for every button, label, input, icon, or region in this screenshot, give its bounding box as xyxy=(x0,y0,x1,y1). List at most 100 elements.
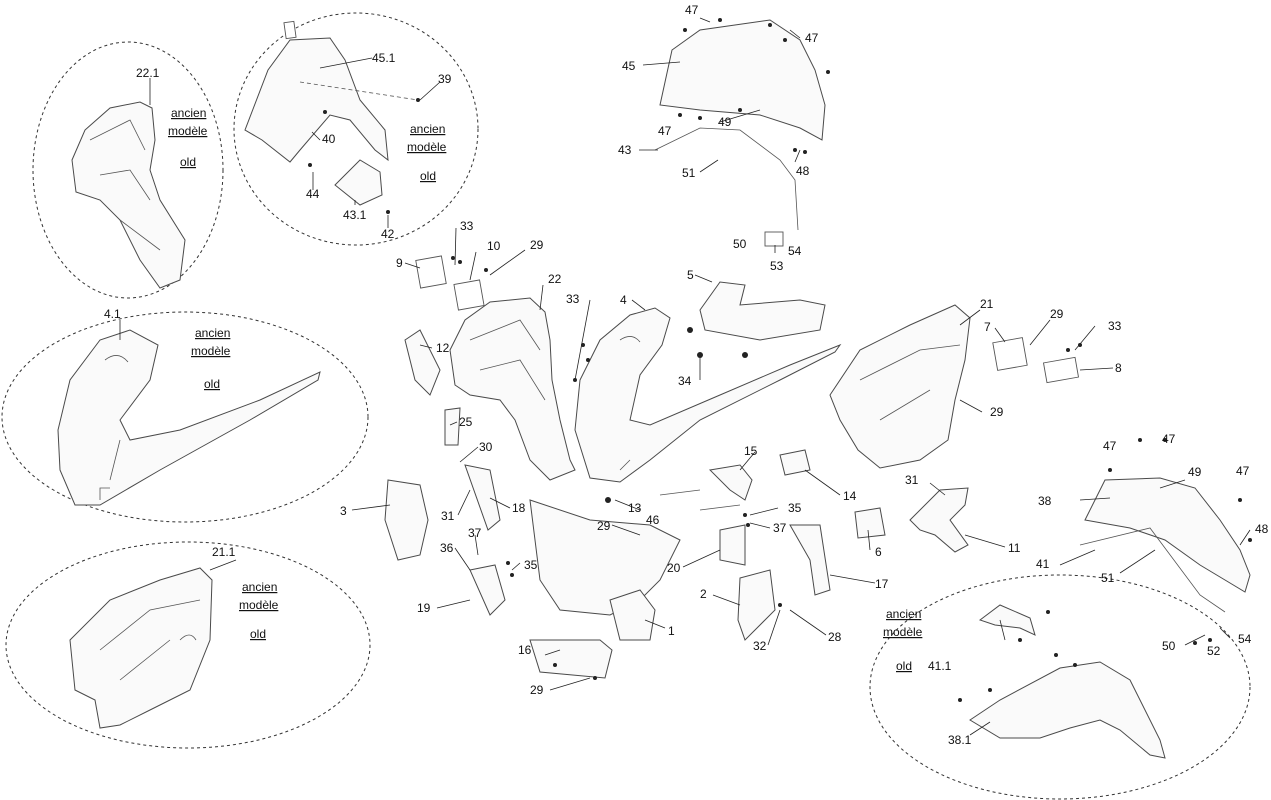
callout-49b: 49 xyxy=(1188,465,1202,479)
callout-6: 6 xyxy=(875,545,882,559)
note-old-21-1: old xyxy=(250,627,266,641)
callout-12: 12 xyxy=(436,341,450,355)
callout-29c: 29 xyxy=(990,405,1004,419)
callout-38: 38 xyxy=(1038,494,1052,508)
callout-3: 3 xyxy=(340,504,347,518)
callout-39: 39 xyxy=(438,72,452,86)
callout-25: 25 xyxy=(459,415,473,429)
callout-41-1: 41.1 xyxy=(928,659,952,673)
callout-41: 41 xyxy=(1036,557,1050,571)
callout-47b: 47 xyxy=(805,31,819,45)
note-modele-22-1: modèle xyxy=(168,124,208,138)
callout-1: 1 xyxy=(668,624,675,638)
note-ancien-4-1: ancien xyxy=(195,326,230,340)
callout-22: 22 xyxy=(548,272,562,286)
callout-30: 30 xyxy=(479,440,493,454)
part-4-drawing xyxy=(574,307,842,483)
inset-old-4-1 xyxy=(1,311,369,523)
note-ancien-45-1: ancien xyxy=(410,122,445,136)
callout-36: 36 xyxy=(440,541,454,555)
part-5-drawing xyxy=(699,281,826,341)
callout-22-1: 22.1 xyxy=(136,66,160,80)
callout-31a: 31 xyxy=(905,473,919,487)
callout-18: 18 xyxy=(512,501,526,515)
note-ancien-38-1: ancien xyxy=(886,607,921,621)
callout-10: 10 xyxy=(487,239,501,253)
callout-45: 45 xyxy=(622,59,636,73)
inset-old-45-1 xyxy=(233,12,479,246)
callout-48b: 48 xyxy=(1255,522,1269,536)
callout-29e: 29 xyxy=(530,683,544,697)
callout-7: 7 xyxy=(984,320,991,334)
callout-4-1: 4.1 xyxy=(104,307,121,321)
callout-47f: 47 xyxy=(1236,464,1250,478)
callout-47d: 47 xyxy=(1103,439,1117,453)
callout-31b: 31 xyxy=(441,509,455,523)
small-parts xyxy=(384,231,1080,679)
callout-47c: 47 xyxy=(658,124,672,138)
callout-29b: 29 xyxy=(1050,307,1064,321)
callout-37a: 37 xyxy=(773,521,787,535)
callout-43: 43 xyxy=(618,143,632,157)
callout-50a: 50 xyxy=(733,237,747,251)
note-modele-45-1: modèle xyxy=(407,140,447,154)
callout-48a: 48 xyxy=(796,164,810,178)
callout-42: 42 xyxy=(381,227,395,241)
note-old-22-1: old xyxy=(180,155,196,169)
callout-14: 14 xyxy=(843,489,857,503)
note-modele-21-1: modèle xyxy=(239,598,279,612)
part-45-drawing xyxy=(654,19,826,231)
part-45-1-drawing xyxy=(244,20,419,206)
callout-28: 28 xyxy=(828,630,842,644)
inset-old-22-1 xyxy=(32,41,224,299)
part-22-1-drawing xyxy=(71,101,186,289)
callout-52: 52 xyxy=(1207,644,1221,658)
callout-33a: 33 xyxy=(460,219,474,233)
note-old-4-1: old xyxy=(204,377,220,391)
callout-29d: 29 xyxy=(597,519,611,533)
inset-old-21-1 xyxy=(5,541,371,749)
callout-2: 2 xyxy=(700,587,707,601)
callout-45-1: 45.1 xyxy=(372,51,396,65)
callout-33c: 33 xyxy=(1108,319,1122,333)
callout-21: 21 xyxy=(980,297,994,311)
part-38-1-drawing xyxy=(969,604,1166,759)
part-38-drawing xyxy=(1079,477,1251,613)
callout-29a: 29 xyxy=(530,238,544,252)
callout-20: 20 xyxy=(667,561,681,575)
callout-50b: 50 xyxy=(1162,639,1176,653)
part-4-1-drawing xyxy=(57,329,321,506)
callout-16: 16 xyxy=(518,643,532,657)
note-modele-38-1: modèle xyxy=(883,625,923,639)
callout-labels: 22.1 45.1 39 40 44 43.1 42 4.1 21.1 45 4… xyxy=(104,3,1269,747)
part-21-1-drawing xyxy=(69,567,213,729)
callout-43-1: 43.1 xyxy=(343,208,367,222)
part-21-drawing xyxy=(829,304,971,469)
callout-51a: 51 xyxy=(682,166,696,180)
leader-lines xyxy=(119,17,1251,736)
fasteners xyxy=(308,18,1252,702)
callout-13: 13 xyxy=(628,501,642,515)
callout-15: 15 xyxy=(744,444,758,458)
note-old-38-1: old xyxy=(896,659,912,673)
callout-4: 4 xyxy=(620,293,627,307)
callout-47a: 47 xyxy=(685,3,699,17)
callout-8: 8 xyxy=(1115,361,1122,375)
callout-46: 46 xyxy=(646,513,660,527)
old-model-notes: ancien modèle old ancien modèle old anci… xyxy=(168,106,923,673)
note-ancien-21-1: ancien xyxy=(242,580,277,594)
note-modele-4-1: modèle xyxy=(191,344,231,358)
callout-9: 9 xyxy=(396,256,403,270)
callout-33b: 33 xyxy=(566,292,580,306)
part-22-drawing xyxy=(449,297,576,481)
callout-19: 19 xyxy=(417,601,431,615)
inset-old-38-1 xyxy=(869,574,1251,800)
callout-53: 53 xyxy=(770,259,784,273)
callout-35b: 35 xyxy=(524,558,538,572)
callout-34: 34 xyxy=(678,374,692,388)
callout-47e: 47 xyxy=(1162,432,1176,446)
callout-51b: 51 xyxy=(1101,571,1115,585)
callout-32: 32 xyxy=(753,639,767,653)
note-old-45-1: old xyxy=(420,169,436,183)
